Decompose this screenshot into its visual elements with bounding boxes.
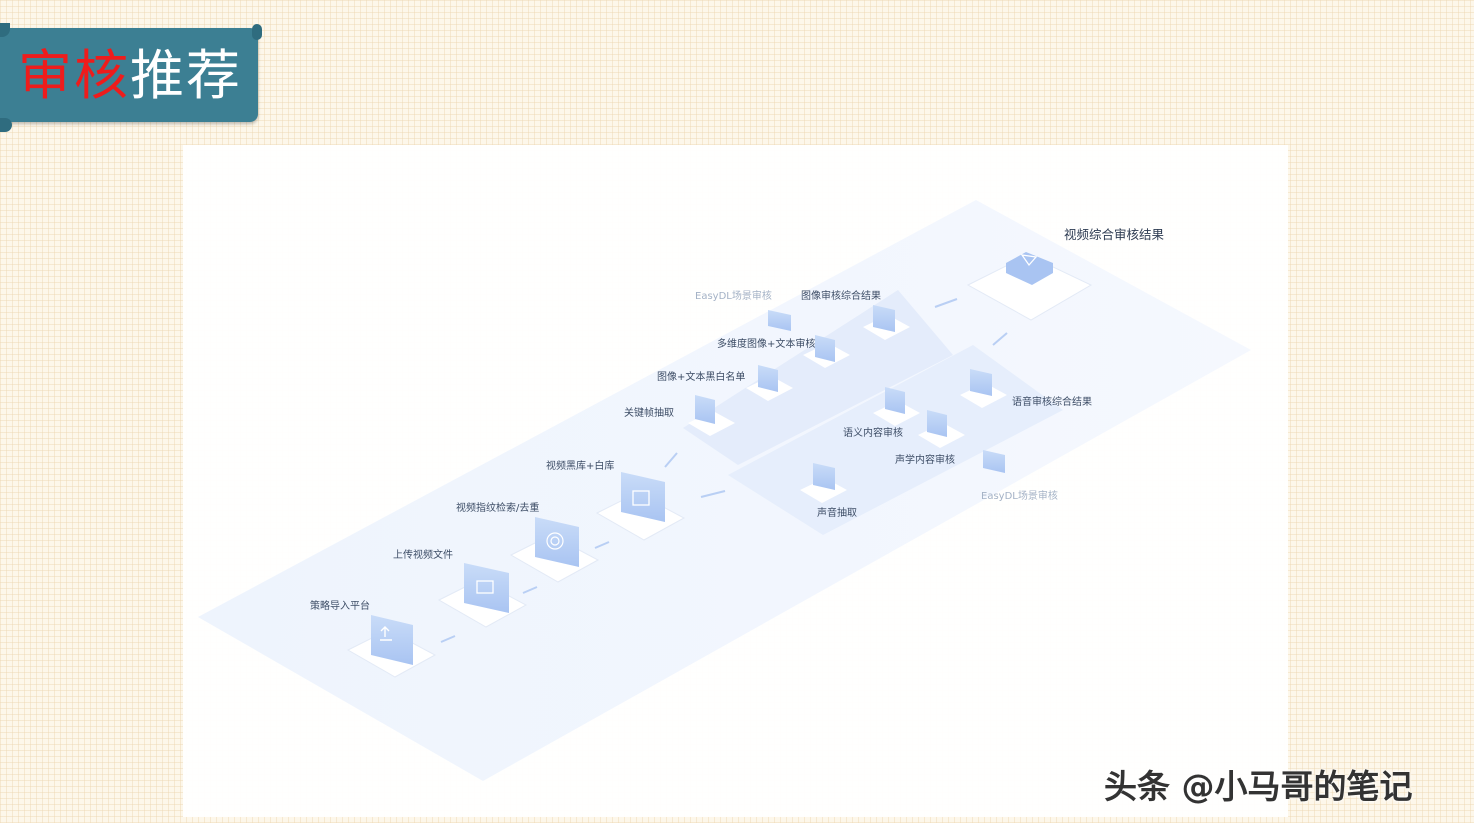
label-fingerprint: 视频指纹检索/去重 (456, 503, 540, 514)
title-banner: 审核推荐 (0, 23, 262, 132)
label-easydl-audio: EasyDL场景审核 (981, 491, 1058, 502)
node-semantic (873, 387, 920, 426)
banner-curl-bottom-left (0, 118, 12, 132)
label-easydl-image: EasyDL场景审核 (695, 291, 772, 302)
node-voice-summary (960, 369, 1007, 408)
diagram-panel: 视频综合审核结果 EasyDL场景审核 图像审核综合结果 多维度图像+文本审核 … (183, 145, 1288, 817)
node-image-summary (863, 305, 910, 340)
title-white-part: 推荐 (130, 44, 242, 107)
banner-curl-top-left (0, 23, 10, 37)
node-keyframe (688, 395, 735, 436)
label-acoustic: 声学内容审核 (895, 455, 955, 466)
label-image-summary: 图像审核综合结果 (801, 291, 881, 302)
node-black-white-lib (595, 472, 686, 541)
node-easydl-image (768, 310, 791, 331)
result-node (966, 252, 1093, 321)
node-easydl-audio (983, 450, 1005, 473)
label-voice-extract: 声音抽取 (817, 508, 857, 519)
node-upload-video (437, 563, 528, 628)
label-result: 视频综合审核结果 (1064, 227, 1165, 242)
label-black-white-lib: 视频黑库+白库 (546, 461, 615, 472)
node-acoustic (918, 410, 965, 448)
watermark: 头条 @小马哥的笔记 (1104, 767, 1413, 806)
flow-diagram (198, 200, 1251, 781)
label-upload-video: 上传视频文件 (393, 550, 453, 561)
banner-curl-top-right (252, 24, 262, 40)
node-multi-review (803, 335, 850, 368)
label-blacklist: 图像+文本黑白名单 (657, 372, 746, 383)
title-red-part: 审核 (18, 44, 130, 107)
page-title: 审核推荐 (18, 44, 242, 108)
label-policy-import: 策略导入平台 (310, 601, 370, 612)
label-voice-summary: 语音审核综合结果 (1012, 397, 1092, 408)
node-policy-import (346, 615, 437, 678)
node-fingerprint (509, 517, 600, 583)
label-multi-review: 多维度图像+文本审核 (717, 339, 816, 350)
flow-arrows (440, 298, 1008, 643)
label-semantic: 语义内容审核 (843, 428, 903, 439)
label-keyframe: 关键帧抽取 (624, 408, 674, 419)
node-blacklist (746, 365, 793, 401)
node-voice-extract (800, 463, 847, 503)
